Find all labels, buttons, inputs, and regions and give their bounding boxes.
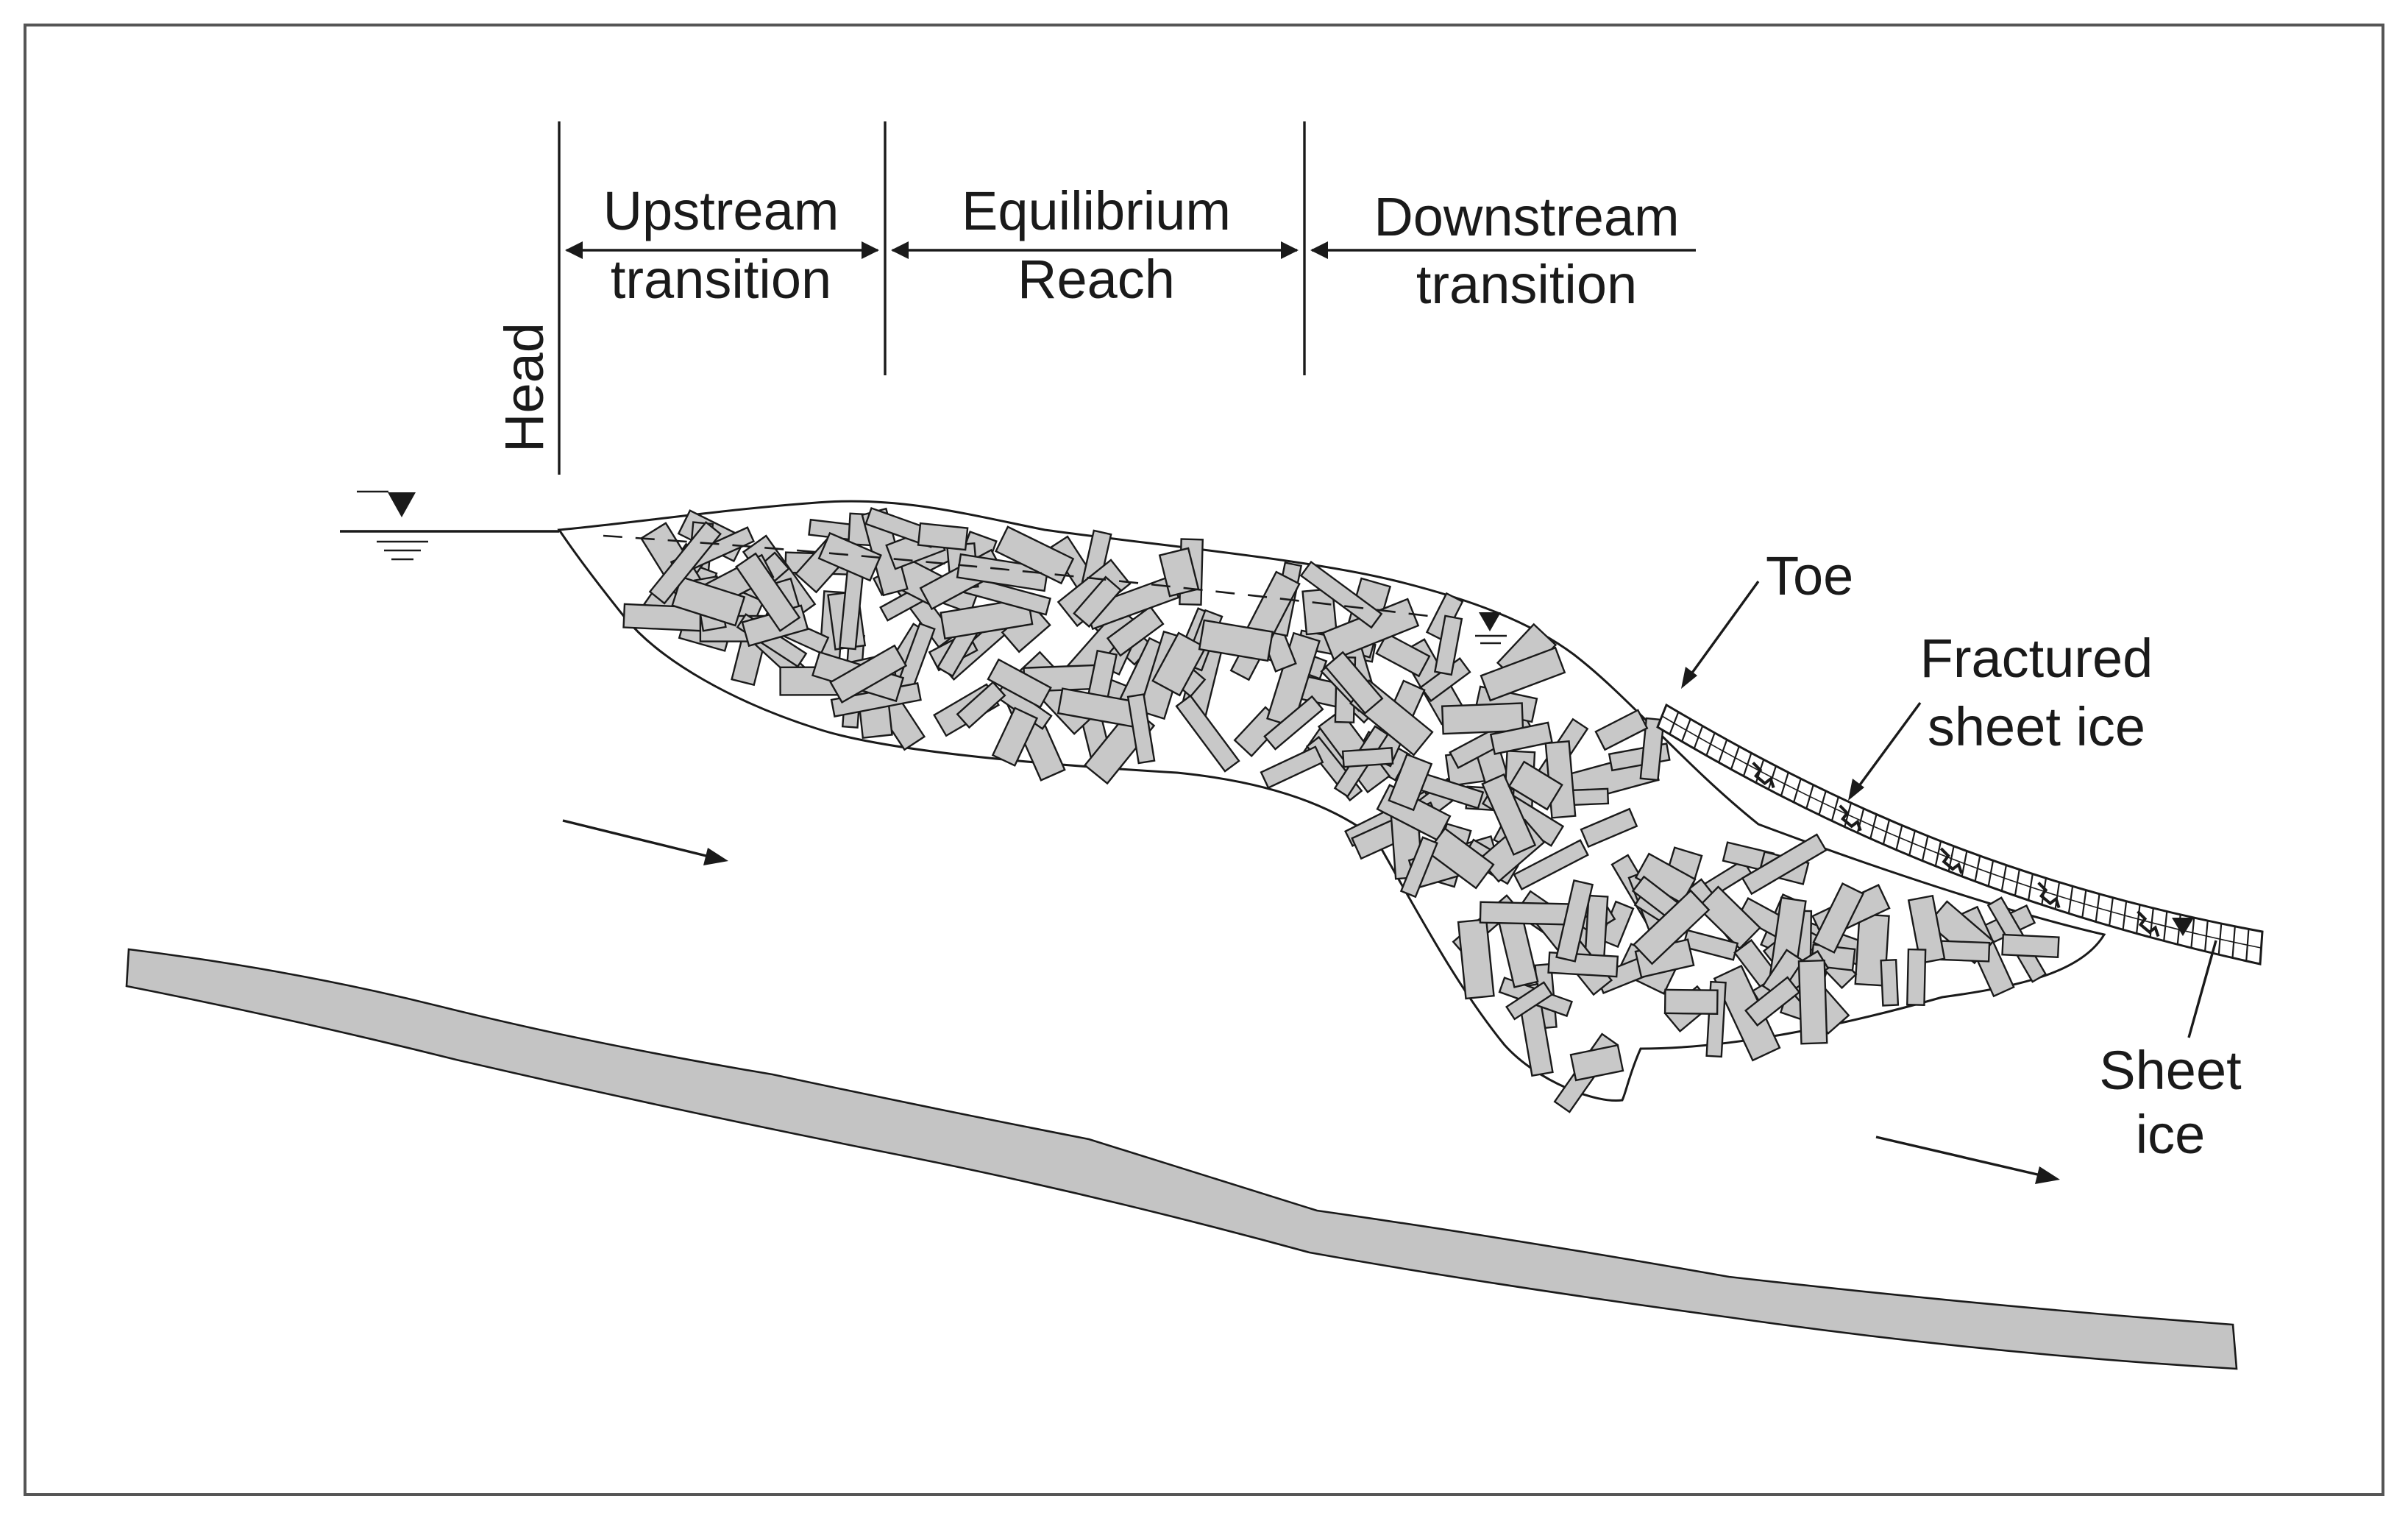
- fractured-sheet-ice: [1656, 703, 2264, 966]
- section-arrows: [565, 241, 1696, 259]
- label-upstream-line2: transition: [611, 249, 831, 310]
- ice-floe: [735, 552, 801, 632]
- ice-floe: [991, 706, 1039, 767]
- ice-floe: [1073, 575, 1123, 628]
- ice-floe: [1479, 901, 1570, 926]
- figure-frame: [24, 24, 2384, 1496]
- label-downstream-line2: transition: [1416, 254, 1637, 315]
- label-equilibrium-line1: Equilibrium: [962, 180, 1231, 241]
- ice-floe: [1158, 547, 1200, 598]
- ice-floe: [1375, 632, 1431, 678]
- label-head: Head: [494, 322, 555, 453]
- ice-floe: [1594, 709, 1649, 751]
- ice-floe: [1388, 753, 1433, 812]
- ice-floe: [1126, 693, 1156, 765]
- annotation-leaders: [1681, 581, 2217, 1038]
- ice-floe: [1744, 976, 1801, 1027]
- label-fractured-line2: sheet ice: [1928, 696, 2145, 757]
- sheet-ice-crack-cluster: [1752, 762, 1775, 789]
- ice-floe: [956, 681, 1006, 729]
- ice-floe: [1555, 879, 1594, 963]
- sheet-ice-fractures: [1661, 712, 2262, 961]
- ice-floe: [1399, 836, 1438, 899]
- ice-floe: [1301, 587, 1338, 636]
- flow-arrow-icon: [1875, 1135, 2060, 1184]
- sheet-ice-midline: [1661, 715, 2262, 949]
- water-level-icon: [340, 490, 559, 561]
- ice-floe: [1198, 619, 1274, 662]
- ice-floe: [1880, 959, 1900, 1007]
- label-sheet-line1: Sheet: [2099, 1040, 2242, 1101]
- label-sheet-line2: ice: [2136, 1104, 2206, 1165]
- flow-arrow-icon: [562, 819, 728, 865]
- ice-floe: [817, 531, 882, 582]
- ice-floe: [1151, 631, 1207, 697]
- jam-water-surface: [603, 534, 1507, 645]
- ice-floe: [1505, 981, 1554, 1021]
- label-equilibrium-line2: Reach: [1017, 249, 1175, 310]
- ice-floe: [1797, 959, 1828, 1045]
- ice-floe: [1507, 760, 1563, 811]
- ice-floe: [1741, 833, 1828, 896]
- section-boundaries: [558, 121, 1306, 475]
- ice-floe: [1175, 694, 1240, 773]
- ice-floe: [1489, 721, 1553, 755]
- ice-floe: [1580, 807, 1638, 848]
- ice-floe: [987, 658, 1052, 709]
- ice-floe: [1906, 948, 1927, 1006]
- ice-floe: [1939, 940, 1991, 963]
- sheet-ice-crack-cluster: [2137, 910, 2160, 938]
- ice-floe: [1639, 717, 1665, 782]
- label-upstream-line1: Upstream: [603, 180, 839, 241]
- label-toe: Toe: [1766, 545, 1853, 606]
- channel-bed: [125, 948, 2238, 1370]
- ice-floe: [1106, 605, 1165, 657]
- ice-floe: [2001, 933, 2060, 959]
- ice-floe: [1633, 889, 1711, 966]
- ice-floe: [1324, 651, 1384, 715]
- ice-floe: [1263, 695, 1324, 751]
- ice-floe: [1441, 702, 1524, 735]
- ice-floe: [1480, 646, 1566, 702]
- label-downstream-line1: Downstream: [1374, 186, 1679, 247]
- ice-floe: [917, 522, 969, 551]
- ice-floe: [1513, 839, 1589, 890]
- sheet-ice-crack-cluster: [2037, 882, 2061, 909]
- ice-floe: [1260, 745, 1324, 790]
- ice-floe: [1663, 988, 1719, 1015]
- ice-floe: [1341, 747, 1394, 768]
- ice-floe: [1697, 885, 1761, 950]
- ice-floe: [1569, 1044, 1624, 1082]
- ice-floe: [1481, 773, 1537, 856]
- ice-floe: [994, 525, 1075, 585]
- ice-floe: [671, 575, 746, 627]
- sheet-ice-water-level-icon: [2172, 918, 2194, 936]
- ice-floe: [1812, 882, 1865, 954]
- label-fractured-line1: Fractured: [1920, 628, 2153, 689]
- ice-floe: [1457, 918, 1495, 1000]
- ice-floe: [1426, 827, 1495, 890]
- sheet-ice-crack-cluster: [1939, 847, 1964, 874]
- ice-floe: [1433, 614, 1463, 676]
- ice-floe: [1907, 894, 1946, 965]
- ice-floe: [829, 644, 908, 704]
- ice-floe: [1299, 560, 1383, 629]
- sheet-ice-crack-cluster: [1839, 804, 1862, 832]
